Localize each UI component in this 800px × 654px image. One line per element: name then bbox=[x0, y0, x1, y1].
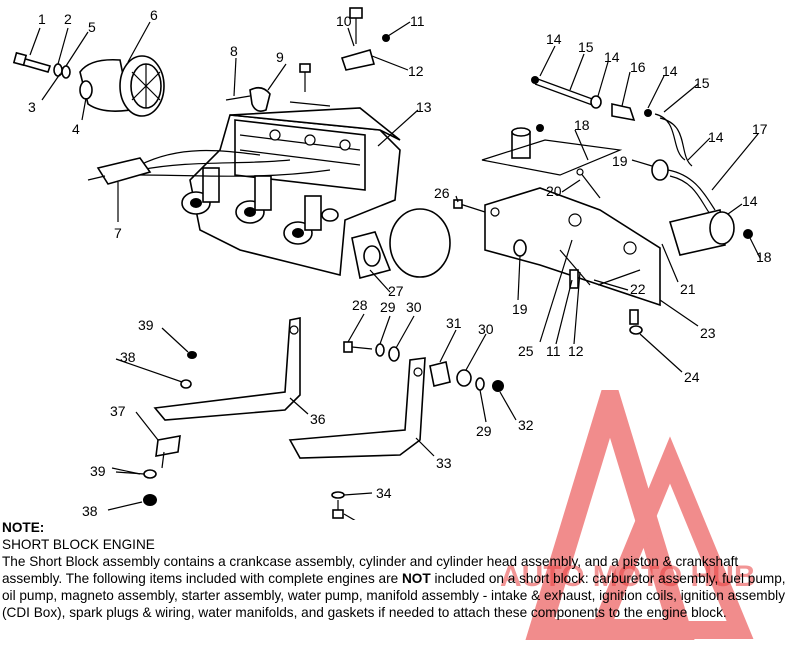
callout-17: 17 bbox=[752, 121, 768, 137]
part-mount-37 bbox=[143, 351, 197, 506]
note-title: NOTE: bbox=[2, 520, 45, 535]
callout-12: 12 bbox=[408, 63, 424, 79]
note-section: NOTE: SHORT BLOCK ENGINE The Short Block… bbox=[2, 519, 798, 621]
callout-14d: 14 bbox=[708, 129, 724, 145]
part-bracket-33 bbox=[288, 357, 426, 459]
callout-11b: 11 bbox=[546, 343, 561, 359]
ignition-wires bbox=[87, 149, 331, 185]
callout-28: 28 bbox=[352, 297, 368, 313]
callout-29a: 29 bbox=[380, 299, 396, 315]
callout-39a: 39 bbox=[138, 317, 154, 333]
part-bolt-9 bbox=[289, 63, 331, 107]
callout-30a: 30 bbox=[406, 299, 422, 315]
note-body: The Short Block assembly contains a cran… bbox=[2, 554, 786, 620]
callout-5: 5 bbox=[88, 19, 96, 35]
callout-24: 24 bbox=[684, 369, 700, 385]
part-washers-2-3 bbox=[53, 63, 71, 79]
callout-26: 26 bbox=[434, 185, 450, 201]
callout-14c: 14 bbox=[662, 63, 678, 79]
callout-15a: 15 bbox=[578, 39, 594, 55]
callout-7: 7 bbox=[114, 225, 122, 241]
callout-10: 10 bbox=[336, 13, 352, 29]
callout-27: 27 bbox=[388, 283, 404, 299]
note-heading: SHORT BLOCK ENGINE bbox=[2, 537, 155, 552]
callout-14b: 14 bbox=[604, 49, 620, 65]
part-pump-6 bbox=[79, 55, 165, 117]
callout-38b: 38 bbox=[82, 503, 98, 519]
callout-labels: 1 2 3 4 5 6 7 8 9 10 11 12 13 14 15 14 1… bbox=[28, 7, 772, 519]
part-plug-8 bbox=[225, 86, 271, 112]
part-coil-18 bbox=[481, 124, 623, 176]
part-starter-27 bbox=[351, 208, 451, 279]
part-bracket-36 bbox=[153, 317, 301, 421]
callout-15b: 15 bbox=[694, 75, 710, 91]
callout-32: 32 bbox=[518, 417, 534, 433]
callout-30b: 30 bbox=[478, 321, 494, 337]
callout-29b: 29 bbox=[476, 423, 492, 439]
callout-18a: 18 bbox=[574, 117, 590, 133]
callout-3: 3 bbox=[28, 99, 36, 115]
note-emphasis: NOT bbox=[401, 571, 431, 586]
part-bolt-10 bbox=[340, 7, 390, 71]
callout-20: 20 bbox=[546, 183, 562, 199]
callout-11: 11 bbox=[410, 13, 425, 29]
part-screw-20 bbox=[576, 168, 601, 199]
callout-37: 37 bbox=[110, 403, 126, 419]
callout-22: 22 bbox=[630, 281, 646, 297]
engine-exploded-diagram: 1 2 3 4 5 6 7 8 9 10 11 12 13 14 15 14 1… bbox=[12, 7, 772, 520]
callout-33: 33 bbox=[436, 455, 452, 471]
callout-19b: 19 bbox=[512, 301, 528, 317]
callout-8: 8 bbox=[230, 43, 238, 59]
callout-9: 9 bbox=[276, 49, 284, 65]
fuel-filter-19 bbox=[651, 159, 716, 215]
callout-6: 6 bbox=[150, 7, 158, 23]
callout-36: 36 bbox=[310, 411, 326, 427]
part-bolt-35 bbox=[331, 491, 345, 519]
callout-21: 21 bbox=[680, 281, 696, 297]
part-bolt-28 bbox=[343, 341, 400, 362]
part-fuel-pump-21 bbox=[668, 209, 753, 256]
callout-18b: 18 bbox=[756, 249, 772, 265]
callout-25: 25 bbox=[518, 343, 534, 359]
mounting-plate bbox=[484, 187, 661, 335]
callout-4: 4 bbox=[72, 121, 80, 137]
part-bolt-1 bbox=[12, 51, 52, 73]
callout-14e: 14 bbox=[742, 193, 758, 209]
callout-34: 34 bbox=[376, 485, 392, 501]
callout-31: 31 bbox=[446, 315, 462, 331]
callout-1: 1 bbox=[38, 11, 46, 27]
callout-16: 16 bbox=[630, 59, 646, 75]
callout-14a: 14 bbox=[546, 31, 562, 47]
leader-lines bbox=[29, 21, 761, 520]
callout-38a: 38 bbox=[120, 349, 136, 365]
callout-39b: 39 bbox=[90, 463, 106, 479]
callout-13: 13 bbox=[416, 99, 432, 115]
part-bolt-26 bbox=[453, 199, 486, 213]
callout-23: 23 bbox=[700, 325, 716, 341]
callout-12b: 12 bbox=[568, 343, 584, 359]
callout-2: 2 bbox=[64, 11, 72, 27]
engine-block bbox=[181, 107, 401, 277]
callout-19a: 19 bbox=[612, 153, 628, 169]
fuel-line-15 bbox=[531, 76, 693, 167]
part-spacer-31 bbox=[429, 361, 504, 392]
